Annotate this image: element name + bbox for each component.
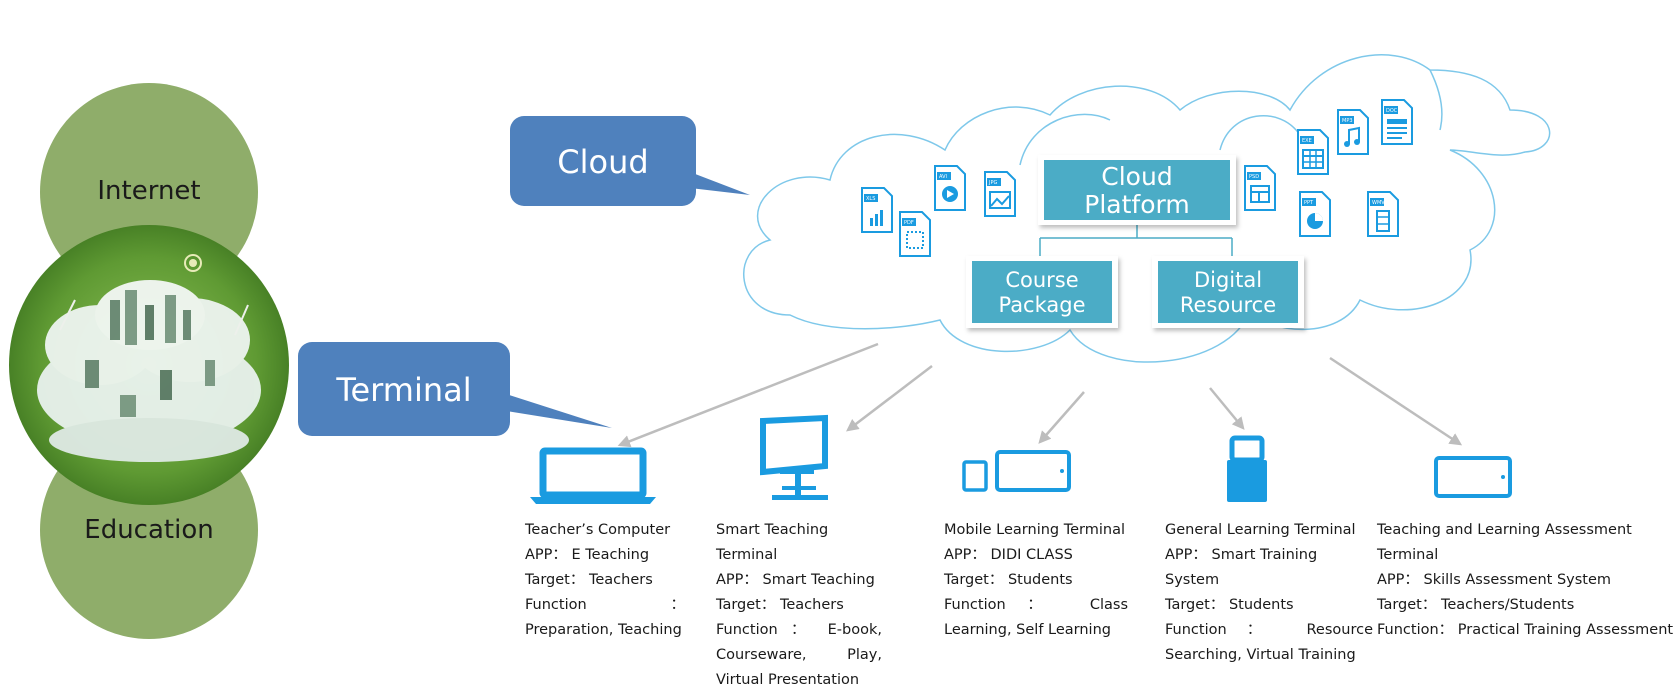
terminal-title: General Learning Terminal [1165,522,1356,538]
arrow-to-smart-teaching [846,365,933,432]
svg-text:WMV: WMV [1372,200,1385,206]
platform-connectors [1039,224,1233,256]
digital-resource-box: Digital Resource [1152,256,1304,328]
terminal-target: Target： Teachers [525,572,653,588]
terminal-target: Target： Teachers [716,597,844,613]
terminal-target: Target： Students [944,572,1073,588]
terminal-title: Mobile Learning Terminal [944,522,1126,538]
terminal-desc-smart-teaching: Smart Teaching Terminal APP： Smart Teach… [716,518,882,693]
course-package-box: Course Package [966,256,1118,328]
terminal-function: Function： Resource Searching, Virtual Tr… [1165,622,1373,663]
terminal-app: APP： E Teaching [525,547,650,563]
svg-text:AVI: AVI [939,174,947,180]
education-label: Education [84,515,213,545]
doc-file-icon: DOC [1381,99,1413,145]
terminal-function: Function： Preparation, Teaching [525,597,685,638]
svg-text:DOC: DOC [1386,108,1398,114]
psd-file-icon: PSD [1244,165,1276,211]
course-package-line2: Package [998,293,1085,317]
course-package-line1: Course [1005,268,1078,292]
terminal-callout-label: Terminal [335,371,471,409]
terminal-desc-general-learning: General Learning Terminal APP： Smart Tra… [1165,518,1373,668]
left-circle-stack: Internet Education [9,83,289,639]
laptop-icon [530,447,656,504]
jpg-file-icon: JPG [984,171,1016,217]
exe-file-icon: EXE [1297,129,1329,175]
svg-text:PPT: PPT [1304,200,1314,206]
terminal-desc-teachers-computer: Teacher’s Computer APP： E Teaching Targe… [525,518,685,643]
terminal-callout: Terminal [298,342,612,436]
terminal-title: Teacher’s Computer [525,522,671,538]
ppt-file-icon: PPT [1299,191,1331,237]
smart-board-icon [760,414,828,500]
distribution-arrows [617,342,1463,448]
terminal-function: Function ： E-book, Courseware, Play, Vir… [716,622,882,688]
svg-text:JPG: JPG [988,180,997,186]
terminal-desc-assessment: Teaching and Learning Assessment Termina… [1377,518,1677,643]
svg-text:PDF: PDF [904,220,914,226]
digital-resource-line1: Digital [1194,268,1262,292]
cloud-callout-label: Cloud [557,143,648,181]
pdf-file-icon: PDF [899,211,931,257]
avi-file-icon: AVI [934,165,966,211]
terminal-target: Target： Teachers/Students [1377,597,1575,613]
arrow-to-mobile-learning [1038,391,1085,444]
terminal-title: Smart Teaching Terminal [716,522,829,563]
terminal-app: APP： DIDI CLASS [944,547,1073,563]
digital-resource-line2: Resource [1180,293,1276,317]
arrow-to-general-learning [1209,387,1245,430]
internet-label: Internet [97,176,200,206]
cloud-platform-line1: Cloud [1101,162,1172,191]
cloud-city-illustration [37,254,261,462]
cloud-platform-line2: Platform [1084,190,1189,219]
arrow-to-assessment [1329,356,1463,446]
terminal-app: APP： Skills Assessment System [1377,572,1612,588]
kiosk-icon [1227,435,1267,502]
svg-text:MP3: MP3 [1342,118,1353,124]
assessment-tablet-icon [1434,456,1512,498]
terminal-app: APP： Smart Teaching [716,572,875,588]
wmv-file-icon: WMV [1367,191,1399,237]
file-icons: XLS PDF AVI JPG PSD [861,99,1413,257]
svg-text:EXE: EXE [1302,138,1312,144]
tablet-phone-icon [962,450,1071,492]
mp3-file-icon: MP3 [1337,109,1369,155]
terminal-target: Target： Students [1165,597,1294,613]
svg-text:XLS: XLS [866,196,875,202]
terminal-function: Function： Class Learning, Self Learning [944,597,1128,638]
svg-text:PSD: PSD [1249,174,1259,180]
terminal-app: APP： Smart Training System [1165,547,1318,588]
terminal-title: Teaching and Learning Assessment Termina… [1377,522,1632,563]
xls-file-icon: XLS [861,187,893,233]
cloud-callout: Cloud [510,116,750,206]
terminal-desc-mobile-learning: Mobile Learning Terminal APP： DIDI CLASS… [944,518,1128,643]
cloud-platform-box: Cloud Platform [1038,155,1236,225]
arrow-to-teachers-computer [617,342,879,448]
terminal-function: Function： Practical Training Assessment [1377,622,1674,638]
